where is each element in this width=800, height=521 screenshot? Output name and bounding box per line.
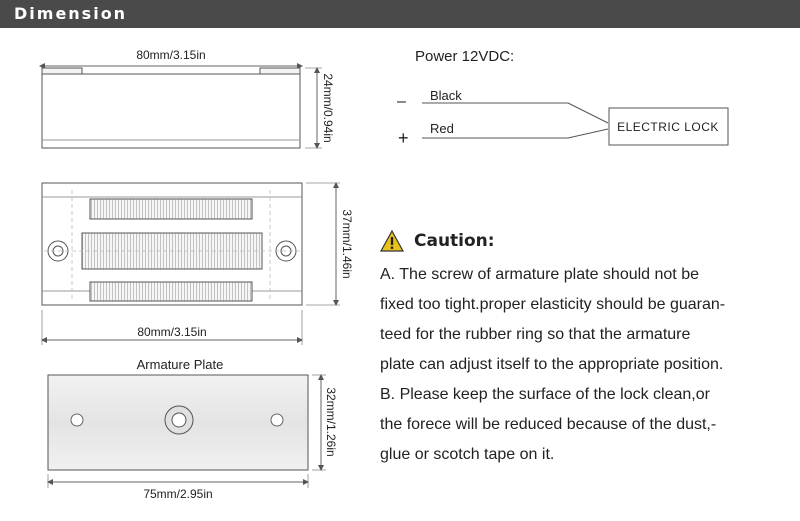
armature-height-label: 32mm/1.26in — [324, 387, 338, 456]
armature-width-label: 75mm/2.95in — [143, 487, 212, 501]
caution-line: glue or scotch tape on it. — [380, 446, 555, 463]
caution-line: teed for the rubber ring so that the arm… — [380, 326, 691, 343]
wiring-diagram: Power 12VDC: – + Black Red ELECTRIC LOCK — [397, 48, 729, 148]
black-wire-label: Black — [430, 88, 462, 103]
top-view: 80mm/3.15in 24mm/0.94in — [39, 48, 335, 149]
caution-line: A. The screw of armature plate should no… — [380, 266, 699, 283]
armature-title: Armature Plate — [137, 357, 224, 372]
front-view: 37mm/1.46in 80mm/3.15in — [41, 182, 354, 345]
front-height-label: 37mm/1.46in — [340, 209, 354, 278]
caution-header: Caution: — [379, 226, 790, 256]
armature-plate-view: Armature Plate 32mm/1.26in 75mm/2.95in — [47, 357, 338, 501]
section-header: Dimension — [0, 0, 800, 28]
caution-section: Caution: A. The screw of armature plate … — [379, 226, 790, 470]
caution-line: the forece will be reduced because of th… — [380, 416, 717, 433]
front-width-label: 80mm/3.15in — [137, 325, 206, 339]
positive-sign: + — [398, 128, 409, 148]
caution-line: B. Please keep the surface of the lock c… — [380, 386, 710, 403]
caution-title: Caution: — [414, 231, 495, 251]
caution-line: plate can adjust itself to the appropria… — [380, 356, 724, 373]
power-title: Power 12VDC: — [415, 48, 514, 65]
warning-icon — [379, 229, 405, 252]
caution-text: A. The screw of armature plate should no… — [380, 260, 790, 470]
top-height-label: 24mm/0.94in — [321, 73, 335, 142]
red-wire-label: Red — [430, 121, 454, 136]
negative-sign: – — [397, 93, 406, 110]
electric-lock-label: ELECTRIC LOCK — [617, 120, 719, 134]
caution-line: fixed too tight.proper elasticity should… — [380, 296, 726, 313]
electric-lock-box — [608, 107, 729, 146]
section-title: Dimension — [14, 4, 128, 23]
top-width-label: 80mm/3.15in — [136, 48, 205, 62]
